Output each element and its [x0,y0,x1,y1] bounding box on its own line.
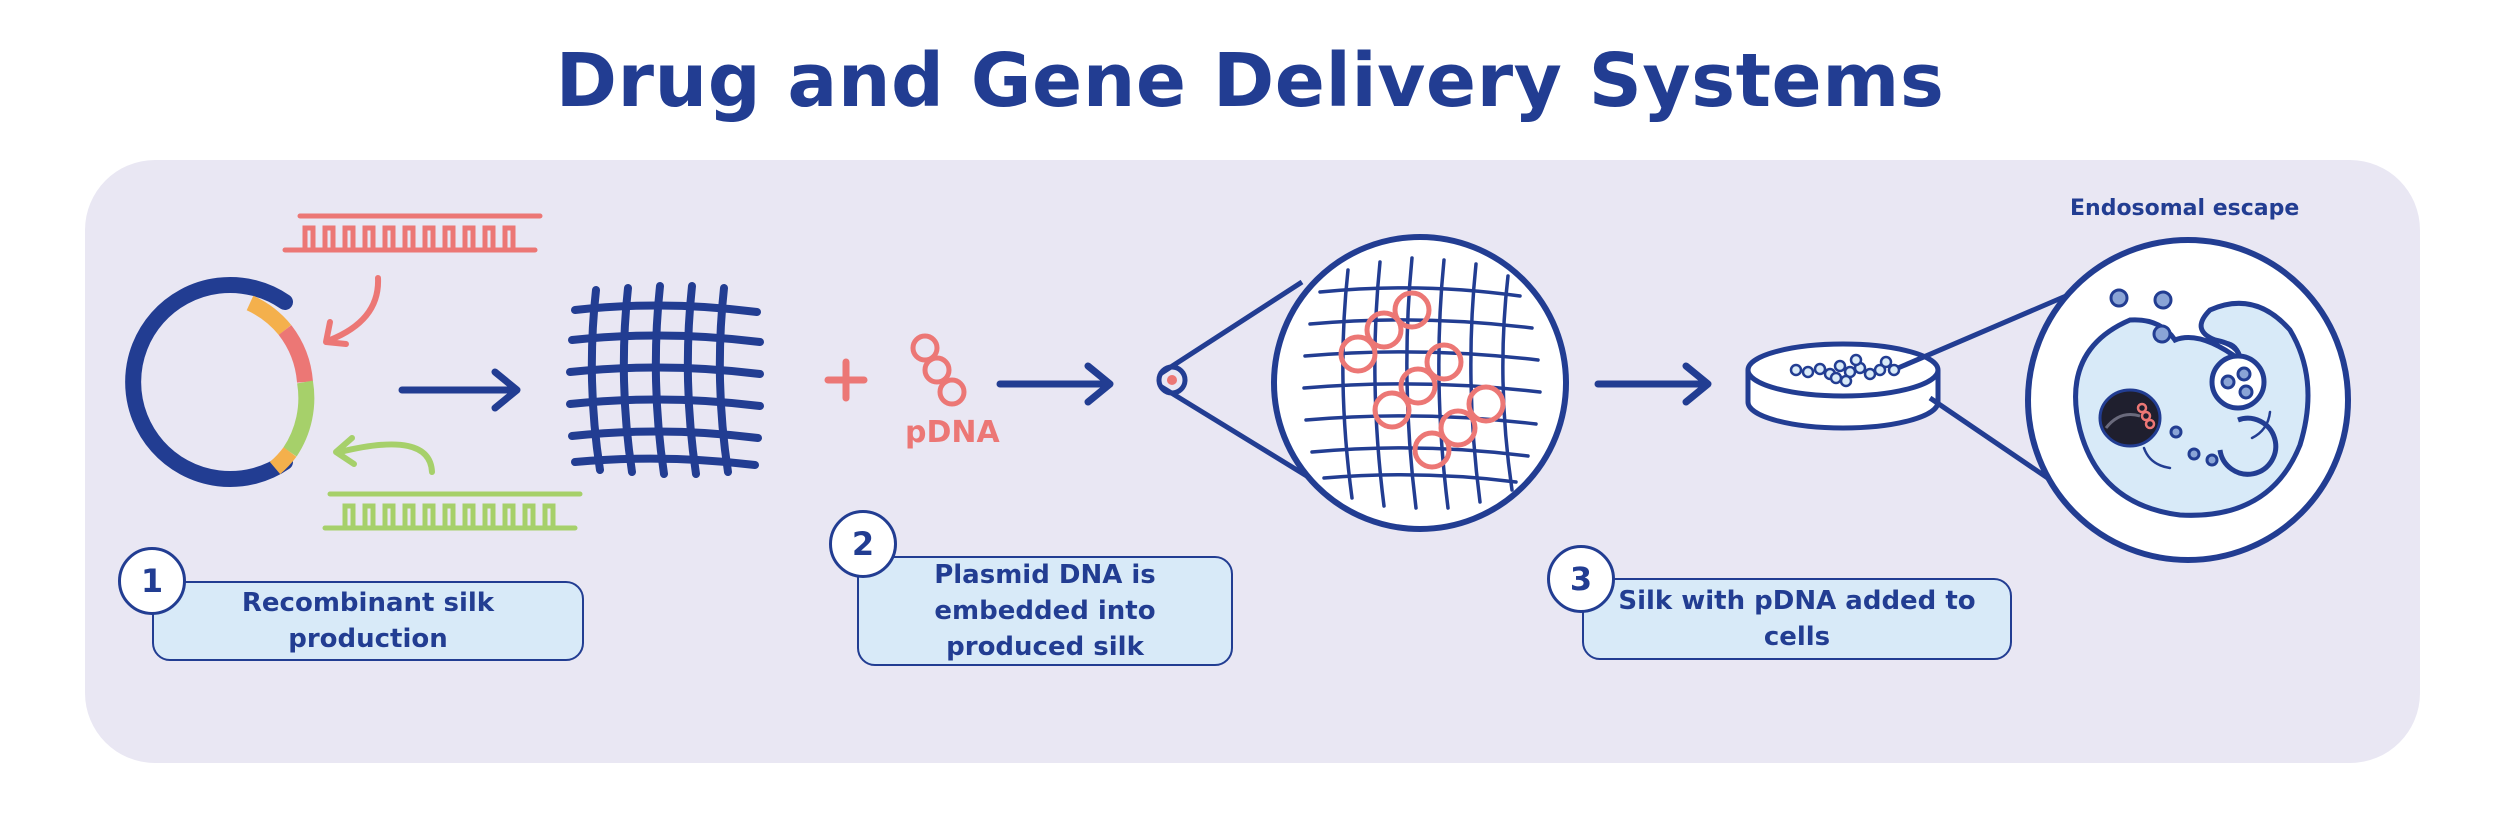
arrow-pink-head-icon [323,319,349,347]
magnifier-silk-icon [1156,234,1569,532]
arrow-pink-icon [327,275,382,343]
arrow-green-head-icon [333,435,357,467]
plus-icon [824,358,868,402]
petri-dish-icon [1745,341,1941,431]
step-3-label: Silk with pDNA added to cells [1582,578,2012,660]
arrow-green-icon [337,441,435,475]
page-title: Drug and Gene Delivery Systems [555,38,1945,124]
pdna-icon [910,333,967,407]
step-2-text: Plasmid DNA is embedded into produced si… [934,560,1156,662]
step-3-text: Silk with pDNA added to cells [1618,586,1976,652]
dna-strand-pink-icon [282,213,543,253]
step-1-label: Recombinant silk production [152,581,584,661]
step-2-number: 2 [829,510,897,578]
step-1-number: 1 [118,547,186,615]
silk-mesh-icon [566,282,764,478]
arrow-1-icon [398,368,521,412]
endosomal-escape-label: Endosomal escape [2070,196,2300,221]
step-2-label: Plasmid DNA is embedded into produced si… [857,556,1233,666]
pdna-label: pDNA [905,415,1000,450]
plasmid-icon [125,277,315,487]
step-1-text: Recombinant silk production [241,588,495,654]
dna-strand-green-icon [322,491,583,531]
cell-icon [2025,237,2351,563]
step-3-number: 3 [1547,545,1615,613]
diagram-panel [85,160,2420,763]
arrow-2-icon [996,362,1114,406]
arrow-3-icon [1594,362,1712,406]
